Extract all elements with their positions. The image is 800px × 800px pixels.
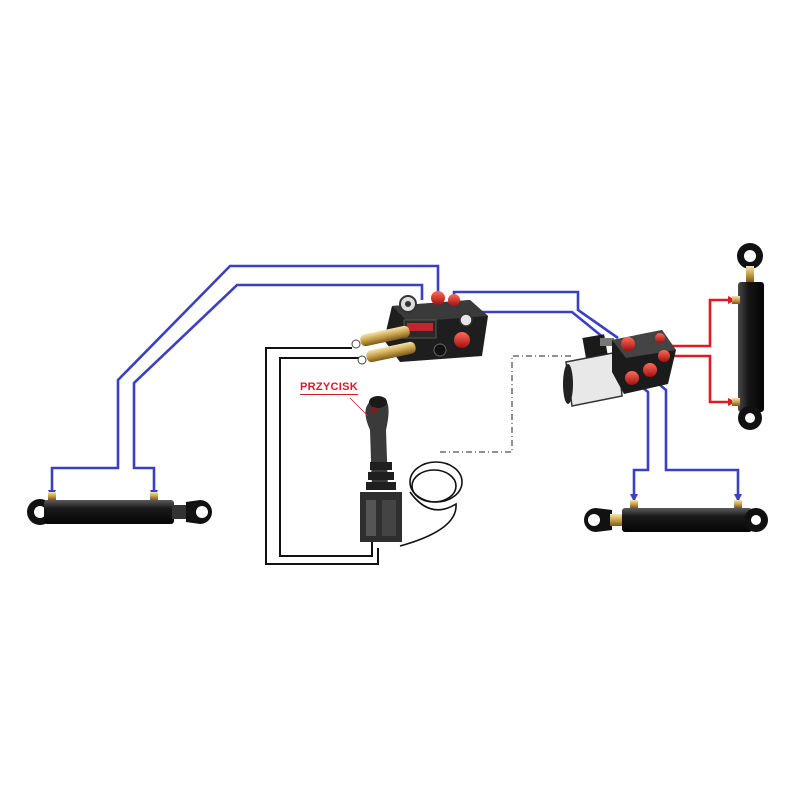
joystick-button-icon <box>371 407 377 413</box>
wire-joystick-to-valve <box>265 347 379 565</box>
hose-red-solenoid-to-vertical-cylinder-bottom <box>644 354 734 404</box>
hose-blue-solenoid-to-right-cylinder-a <box>632 382 650 500</box>
hose-blue-valve-to-solenoid-lower <box>458 310 605 340</box>
hose-arrowheads-red <box>728 296 736 406</box>
wire-joystick-cable-coil <box>399 461 463 547</box>
hose-blue-solenoid-to-right-cylinder-b <box>653 379 740 500</box>
hydraulic-cylinder-left <box>27 492 212 525</box>
hydraulic-cylinder-vertical <box>732 243 764 430</box>
manual-directional-valve <box>351 291 488 365</box>
hydraulic-cylinder-right <box>584 500 768 532</box>
joystick-with-button <box>349 396 402 542</box>
hose-blue-left-outer <box>50 264 440 496</box>
wire-solenoid-dashdot <box>440 355 574 453</box>
button-callout-label: PRZYCISK <box>300 381 359 395</box>
valve-spools <box>351 325 416 365</box>
hose-blue-left-inner <box>132 283 424 496</box>
solenoid-directional-valve <box>563 330 676 407</box>
